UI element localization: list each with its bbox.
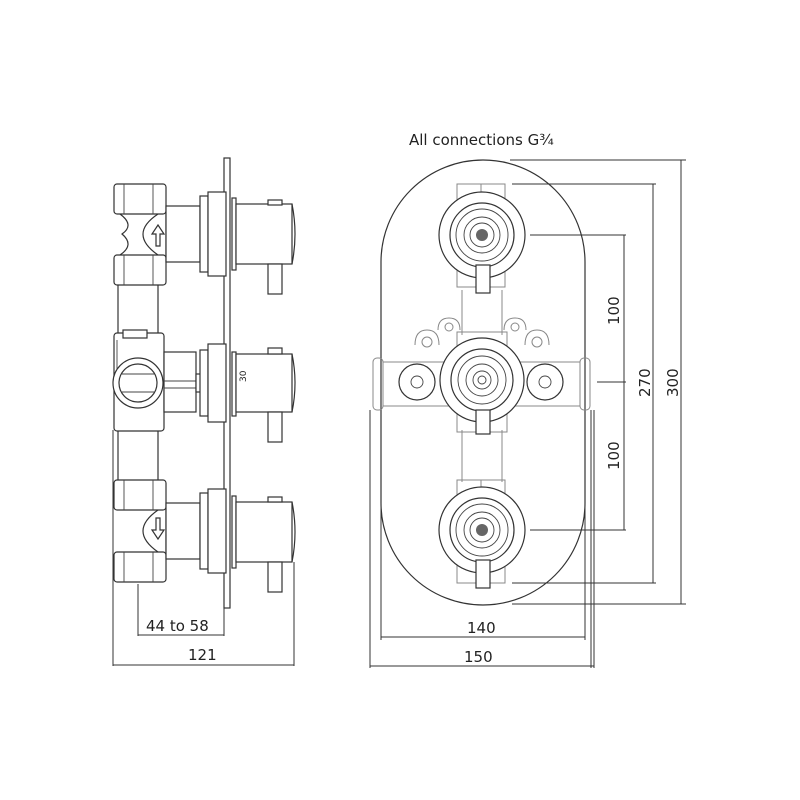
- mixer-body-front: [372, 317, 591, 435]
- dim-spacing-lower: 100: [605, 441, 623, 470]
- valve-scale-label: 30: [239, 370, 249, 382]
- side-dimensions: [112, 430, 295, 666]
- down-arrow-icon: [150, 517, 166, 541]
- dim-centers-outer: 270: [636, 368, 654, 397]
- thermostatic-valve: 30: [112, 329, 296, 443]
- dim-wall-depth: 44 to 58: [146, 617, 209, 635]
- dim-overall-depth: 121: [188, 646, 217, 664]
- dim-plate-height: 300: [664, 368, 682, 397]
- top-valve-front: [438, 183, 526, 294]
- top-outlet-valve: [113, 183, 296, 295]
- dim-body-width: 140: [467, 619, 496, 637]
- dim-plate-width: 150: [464, 648, 493, 666]
- connections-note: All connections G¾: [409, 131, 554, 149]
- front-view: [369, 159, 686, 668]
- bottom-valve-front: [438, 479, 526, 589]
- up-arrow-icon: [150, 223, 166, 247]
- dim-spacing-upper: 100: [605, 296, 623, 325]
- front-dimensions: [369, 159, 686, 668]
- bottom-outlet-valve: [113, 479, 296, 593]
- side-view: 30: [112, 157, 296, 666]
